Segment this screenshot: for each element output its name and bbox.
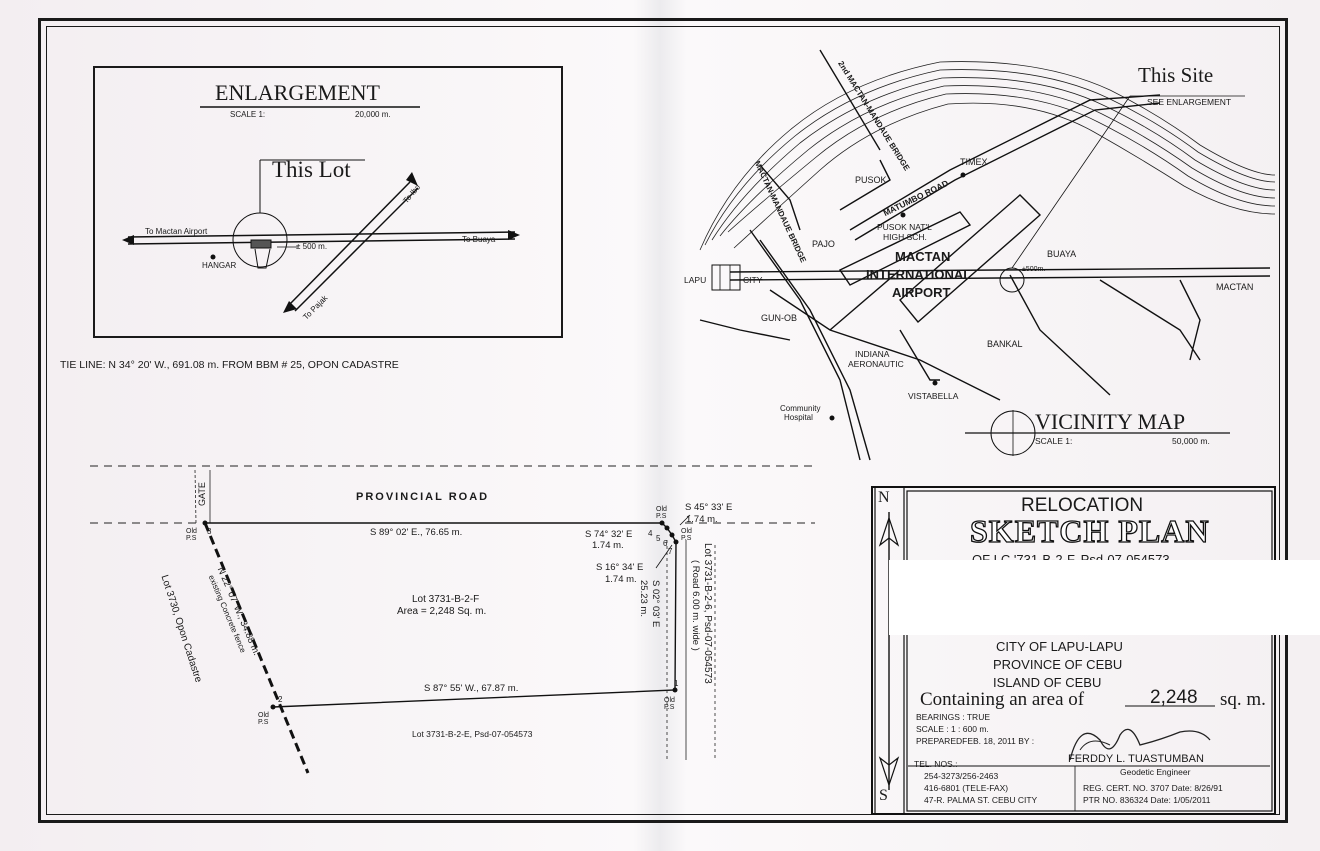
community-label-1: Community [780, 404, 821, 413]
timex-label: TIMEX [960, 157, 988, 167]
see-enlargement-label: SEE ENLARGEMENT [1147, 97, 1232, 107]
old-ps-3: Old P.S [186, 528, 197, 542]
vicinity-scale-label: SCALE 1: [1035, 436, 1073, 446]
distance-label: ± 500 m. [296, 242, 328, 251]
sqm-label: sq. m. [1220, 689, 1266, 710]
relocation-title: RELOCATION [1021, 495, 1144, 516]
tel-2: 416-6801 (TELE-FAX) [924, 783, 1009, 793]
mactan-label: MACTAN [1216, 282, 1254, 292]
corner-3: 3 [207, 527, 212, 536]
to-mactan-airport-label: To Mactan Airport [145, 227, 208, 236]
tel-1: 254-3273/256-2463 [924, 771, 999, 781]
prepared-label: PREPAREDFEB. 18, 2011 BY : [916, 736, 1035, 746]
bearing-3-4: S 89° 02' E., 76.65 m. [370, 527, 463, 538]
indiana-label-1: INDIANA [855, 349, 890, 359]
provincial-road-label: PROVINCIAL ROAD [356, 491, 490, 503]
containing-label: Containing an area of [920, 689, 1085, 710]
to-buaya-label: To Buaya [462, 235, 496, 244]
this-site-label: This Site [1138, 63, 1214, 87]
enlargement-box [93, 66, 563, 338]
island-line: ISLAND OF CEBU [993, 675, 1102, 690]
inner-border [46, 26, 1280, 815]
old-ps-1: Old P.S [664, 697, 675, 711]
enlargement-title: ENLARGEMENT [215, 80, 380, 105]
north-label: N [878, 489, 890, 506]
bearing-1-2: S 87° 55' W., 67.87 m. [424, 683, 519, 694]
airport-label-3: AIRPORT [892, 285, 951, 300]
community-label-2: Hospital [784, 413, 813, 422]
bearing-4-5-distance: 1.74 m. [592, 540, 624, 551]
old-ps-7: Old P.S [681, 528, 692, 542]
engineer-name: FERDDY L. TUASTUMBAN [1068, 753, 1204, 765]
engineer-title: Geodetic Engineer [1120, 767, 1191, 777]
old-ps-4: Old P.S [656, 506, 667, 520]
corner-2: 2 [278, 695, 283, 704]
vicinity-scale-value: 50,000 m. [1172, 436, 1210, 446]
corner-1: 1 [674, 679, 679, 688]
vistabella-label: VISTABELLA [908, 391, 959, 401]
bearing-5-6: S 45° 33' E [685, 502, 733, 513]
city-line: CITY OF LAPU-LAPU [996, 639, 1123, 654]
redaction-patch-2 [958, 580, 1148, 630]
bearings-label: BEARINGS : TRUE [916, 712, 990, 722]
buaya-label: BUAYA [1047, 249, 1077, 259]
ptr-number: PTR NO. 836324 Date: 1/05/2011 [1083, 795, 1211, 805]
lot-area: Area = 2,248 Sq. m. [397, 606, 487, 617]
indiana-label-2: AERONAUTIC [848, 359, 904, 369]
bearing-6-7-distance: 1.74 m. [605, 574, 637, 585]
corner-7: 7 [668, 547, 673, 556]
enlargement-scale-label: SCALE 1: [230, 110, 266, 119]
corner-4: 4 [648, 529, 653, 538]
dist-label: ±500m. [1022, 266, 1046, 273]
area-value: 2,248 [1150, 687, 1198, 708]
lapu-label: LAPU [684, 275, 707, 285]
bearing-6-7: S 16° 34' E [596, 562, 644, 573]
lot-south-label: Lot 3731-B-2-E, Psd-07-054573 [412, 729, 533, 739]
province-line: PROVINCE OF CEBU [993, 657, 1123, 672]
hangar-label: HANGAR [202, 261, 237, 270]
airport-label-1: MACTAN [895, 249, 951, 264]
pusok-label: PUSOK [855, 175, 887, 185]
south-label: S [879, 787, 888, 804]
pusok-hs-label-2: HIGH SCH. [883, 232, 927, 242]
reg-cert: REG. CERT. NO. 3707 Date: 8/26/91 [1083, 783, 1223, 793]
pajo-label: PAJO [812, 239, 835, 249]
vicinity-map-title: VICINITY MAP [1035, 409, 1186, 434]
pusok-hs-label-1: PUSOK NAT'L [877, 222, 932, 232]
airport-label-2: INTERNATIONAL [866, 267, 972, 282]
this-lot-label: This Lot [272, 157, 351, 182]
bankal-label: BANKAL [987, 339, 1023, 349]
enlargement-scale-value: 20,000 m. [355, 110, 391, 119]
corner-6: 6 [663, 539, 668, 548]
sketch-plan-title: SKETCH PLAN [969, 513, 1210, 549]
bearing-4-5: S 74° 32' E [585, 529, 633, 540]
gun-ob-label: GUN-OB [761, 313, 797, 323]
scale-label: SCALE : 1 : 600 m. [916, 724, 989, 734]
bearing-5-6-distance: 1.74 m. [686, 514, 718, 525]
tie-line: TIE LINE: N 34° 20' W., 691.08 m. FROM B… [60, 359, 399, 371]
office-address: 47-R. PALMA ST. CEBU CITY [924, 795, 1038, 805]
outer-border [38, 18, 1288, 823]
corner-5: 5 [656, 534, 661, 543]
lot-name: Lot 3731-B-2-F [412, 594, 480, 605]
tel-label: TEL. NOS.: [914, 759, 958, 769]
city-label: CITY [743, 275, 763, 285]
old-ps-2: Old P.S [258, 712, 269, 726]
